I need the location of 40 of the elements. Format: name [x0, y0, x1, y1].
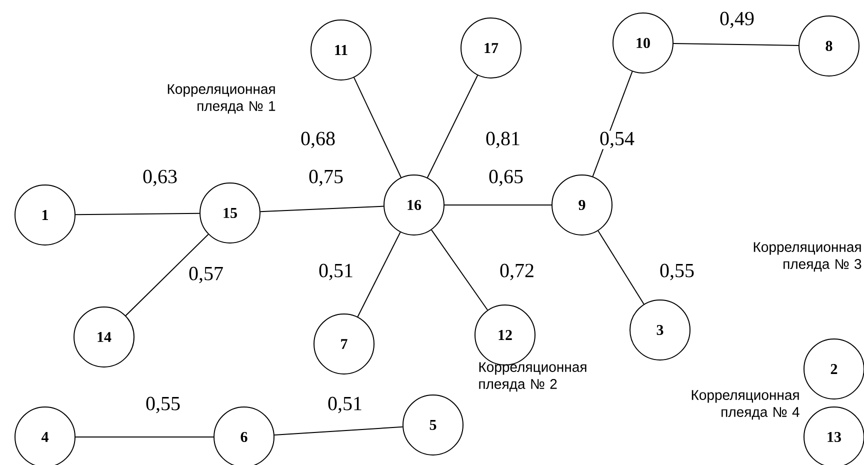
circle-node: 17: [460, 18, 522, 78]
circle-node: 5: [402, 394, 464, 456]
circle-node: 15: [200, 182, 260, 244]
edge-line: [426, 74, 478, 178]
edge-label: 0,65: [488, 168, 524, 188]
edge-label: 0,51: [318, 262, 354, 282]
edge-label: 0,75: [308, 168, 344, 188]
circle-node: 11: [310, 20, 372, 80]
circle-node: 7: [314, 313, 374, 374]
group-label: Корреляционная плеяда № 3: [754, 242, 862, 272]
circle-node: 10: [612, 12, 674, 74]
edge-label: 0,51: [326, 396, 364, 414]
group-label: Корреляционная плеяда № 4: [692, 390, 800, 420]
circle-node: 1: [14, 184, 76, 246]
edge-line: [260, 206, 384, 212]
edge-label: 0,68: [300, 130, 336, 150]
circle-node: 3: [630, 299, 690, 360]
edge-label: 0,72: [498, 262, 536, 282]
circle-node: 14: [74, 306, 134, 368]
circle-node: 9: [552, 174, 612, 236]
edge-label: 0,55: [144, 396, 182, 414]
edge-line: [444, 204, 552, 206]
circle-node: 8: [798, 16, 860, 76]
edge-line: [274, 426, 404, 436]
edge-label: 0,54: [598, 130, 636, 150]
edge-line: [354, 77, 402, 178]
edge-line: [357, 232, 401, 318]
edge-line: [125, 234, 209, 316]
edge-label: 0,55: [658, 262, 696, 282]
group-label: Корреляционная плеяда № 1: [168, 84, 276, 114]
edge-line: [598, 230, 644, 305]
edge-label: 0,49: [718, 10, 756, 30]
edge-line: [673, 42, 799, 46]
circle-node: 16: [384, 174, 444, 236]
edge-label: 0,81: [484, 130, 522, 150]
edge-label: 0,63: [142, 168, 178, 188]
edge-line: [75, 212, 200, 216]
edge-label: 0,57: [188, 266, 224, 284]
edge-line: [431, 229, 488, 310]
edge-line: [75, 436, 214, 438]
